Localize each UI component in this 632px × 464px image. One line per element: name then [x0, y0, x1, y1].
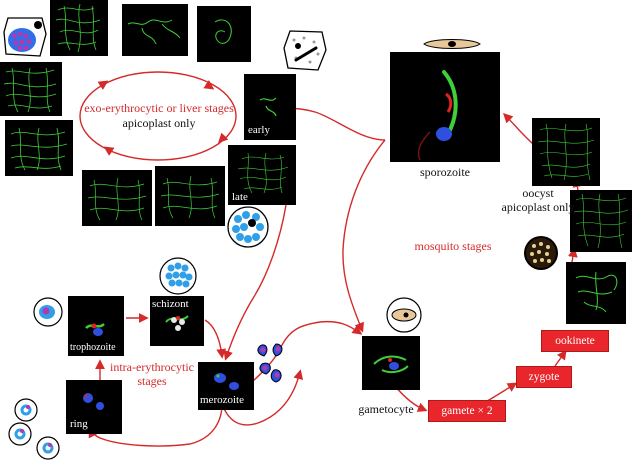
- schizont-panel: schizont: [150, 296, 204, 346]
- arrow-zygote-to-ookinete: [554, 349, 567, 367]
- oocyst-panel-2: [570, 190, 632, 252]
- liver-panel-2: [122, 4, 188, 56]
- ookinete-panel: [566, 262, 626, 324]
- gamete-box: gamete × 2: [428, 400, 506, 422]
- oocyst-label: oocyst: [522, 186, 554, 200]
- gametocyte-label: gametocyte: [358, 402, 414, 416]
- schizont-label: schizont: [152, 298, 189, 310]
- merozoite-label: merozoite: [200, 394, 244, 406]
- gametocyte-panel: [362, 336, 420, 390]
- hepatocyte-icon: [3, 17, 47, 57]
- liver-panel-late: late: [228, 145, 296, 205]
- oocyst-sublabel: apicoplast only: [501, 200, 575, 214]
- liver-cycle-ellipse: [79, 71, 237, 161]
- late-label: late: [232, 191, 248, 203]
- arrow-ookinete-to-oocyst: [568, 247, 578, 263]
- arrow-late-to-merozoite: [223, 204, 287, 361]
- sporozoite-icon: [423, 39, 481, 49]
- schizont-icon: [159, 257, 197, 295]
- ring-panel: ring: [66, 380, 122, 434]
- liver-panel-7: [155, 166, 225, 226]
- liver-panel-6: [82, 170, 152, 226]
- merozoite-icon: [257, 343, 283, 383]
- liver-stage-title: exo-erythrocytic or liver stages: [84, 101, 234, 115]
- hepatocyte-sporozoite-icon: [283, 30, 327, 71]
- merozoite-panel: merozoite: [198, 362, 254, 410]
- liver-stage-subtitle: apicoplast only: [122, 116, 196, 130]
- trophozoite-label: trophozoite: [70, 342, 116, 353]
- trophozoite-panel: trophozoite: [68, 296, 124, 356]
- liver-panel-4: [0, 62, 62, 116]
- arrow-sporozoite-down: [342, 139, 386, 333]
- liver-schizont-icon: [227, 206, 269, 248]
- gametocyte-icon: [386, 297, 422, 333]
- intra-erythrocytic-line1: intra-erythrocytic: [110, 360, 194, 374]
- liver-panel-early: early: [244, 74, 296, 140]
- sporozoite-label: sporozoite: [420, 165, 470, 179]
- liver-panel-5: [5, 120, 73, 176]
- oocyst-icon: [524, 236, 558, 270]
- ookinete-box: ookinete: [541, 330, 609, 352]
- arrow-schizont-to-merozoite: [204, 319, 226, 359]
- mosquito-stages-label: mosquito stages: [414, 239, 492, 253]
- early-label: early: [248, 124, 270, 136]
- liver-panel-1: [50, 0, 108, 56]
- ring-stage-icons: [8, 398, 60, 460]
- oocyst-panel-1: [532, 118, 600, 186]
- liver-panel-3: [197, 6, 251, 62]
- sporozoite-panel: [390, 52, 500, 162]
- trophozoite-rbc-icon: [33, 297, 63, 327]
- ring-label: ring: [70, 418, 88, 430]
- intra-erythrocytic-line2: stages: [137, 374, 167, 388]
- arrow-merozoite-loop: [221, 369, 304, 426]
- zygote-box: zygote: [516, 366, 572, 388]
